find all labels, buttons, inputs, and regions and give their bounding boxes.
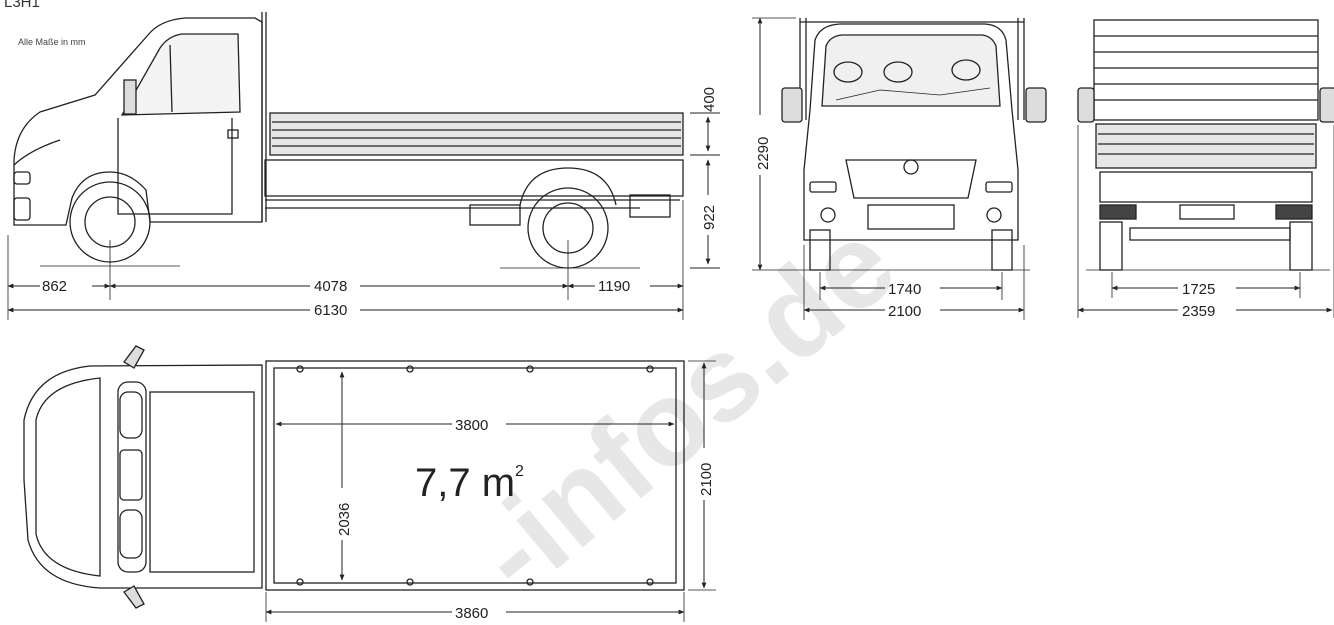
dim-overall-height: 2290 [755,137,772,170]
top-mirror-left [123,345,145,369]
load-area-value: 7,7 m [415,461,515,505]
rear-mirror-left [1077,87,1095,123]
front-view [752,17,1047,320]
load-area: 7,7 m2 [415,461,524,505]
top-mirror-right [123,585,145,609]
model-code: L3H1 [4,0,40,11]
top-cab [23,364,263,589]
dim-side-height: 400 [701,87,718,112]
watermark: -infos.de [451,196,920,620]
dim-wheelbase: 4078 [314,278,347,295]
dim-front-track: 1740 [888,281,921,298]
dim-overall-length: 6130 [314,302,347,319]
windscreen [821,34,1001,107]
side-mirror [123,79,137,115]
front-mirror-right [1025,87,1047,123]
load-area-exponent: 2 [515,463,524,480]
rear-rack [1093,19,1319,121]
dim-rear-overhang: 1190 [598,278,630,295]
front-cab [803,23,1019,241]
rear-view [1077,19,1334,318]
cab-window [120,33,241,116]
dim-front-overhang: 862 [42,278,67,295]
dim-platform-length: 3860 [455,605,488,622]
rear-mirror-right [1319,87,1334,123]
rear-tailgate [1095,123,1317,169]
side-view [7,12,684,320]
dim-rear-mirror-width: 2359 [1182,303,1215,320]
dim-overall-width: 2100 [888,303,921,320]
front-dimensions [757,17,1025,313]
top-view [23,345,716,622]
side-platform [269,112,684,156]
dim-rear-track: 1725 [1182,281,1215,298]
dim-load-length: 3800 [455,417,488,434]
dim-platform-width: 2100 [698,463,715,496]
cab-door [117,118,233,215]
top-platform [265,360,685,591]
side-dimensions [7,112,720,313]
dim-floor-height: 922 [701,205,718,230]
dim-load-width: 2036 [336,503,353,536]
front-mirror-left [781,87,803,123]
units-note: Alle Maße in mm [18,37,86,47]
top-dimensions [265,362,707,615]
rear-dimensions [1077,285,1333,313]
